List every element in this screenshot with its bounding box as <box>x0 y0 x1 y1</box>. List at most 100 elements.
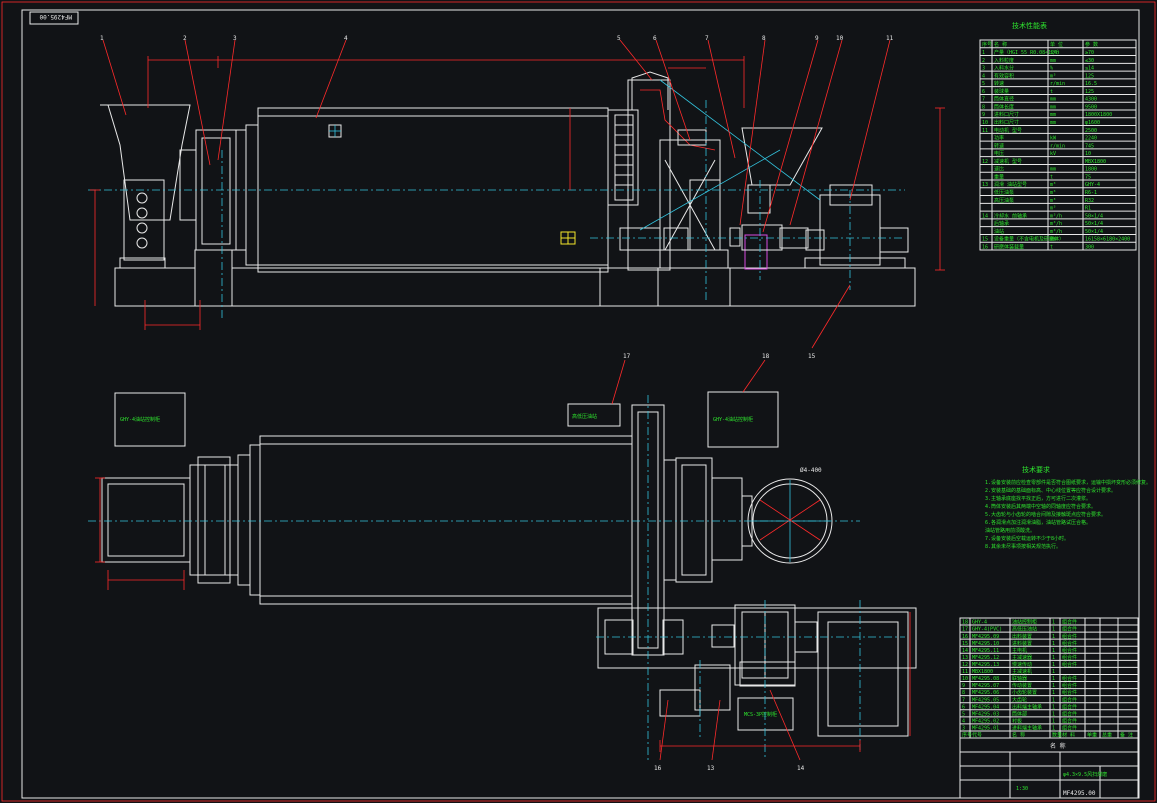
tech-params-cell: kW <box>1050 136 1057 142</box>
bom-cell: 高低压油站 <box>1012 626 1037 633</box>
bom-cell: 1 <box>1052 641 1055 647</box>
tech-params-cell: t <box>1050 174 1053 180</box>
bom-cell: GHY-4(PVC) <box>972 627 1002 633</box>
bom-cell: 4 <box>962 718 965 724</box>
bottom-code: MF4295.00 <box>1063 790 1096 797</box>
callout-6: 6 <box>653 35 657 42</box>
bom-cell: 出料装置 <box>1012 633 1032 640</box>
tech-params-cell: m³/h <box>1050 229 1062 235</box>
bom-cell: GHY-4 <box>972 620 987 626</box>
callout-1: 1 <box>100 35 104 42</box>
tech-params-cell: 设备重量（不含电机及研磨体） <box>994 236 1064 243</box>
rotated-code-box <box>29 11 79 25</box>
bom-cell: MF4295.06 <box>972 690 999 696</box>
bom-cell: 组合件 <box>1062 647 1077 654</box>
tech-params-cell: 减速机 型号 <box>994 158 1022 165</box>
bom-cell: MF4295.05 <box>972 697 999 703</box>
tech-params-cell: r/min <box>1050 81 1065 87</box>
callout-8: 8 <box>762 35 766 42</box>
tech-req-title: 技术要求 <box>1022 465 1050 474</box>
callout-4: 4 <box>344 35 348 42</box>
bom-header-cell: 序号 <box>962 732 972 739</box>
callout-16: 16 <box>654 765 662 772</box>
tech-params-cell: 50×1/4 <box>1085 221 1103 227</box>
tech-params-cell: m³/h <box>1050 213 1062 219</box>
tech-params-cell: 出料口尺寸 <box>994 119 1019 126</box>
tech-params-cell: 筒体直径 <box>994 96 1014 103</box>
bom-cell: 7 <box>962 697 965 703</box>
bom-cell: 衬板 <box>1012 717 1022 724</box>
bom-cell: 1 <box>1052 634 1055 640</box>
bom-cell: MBX1800 <box>972 669 993 675</box>
bom-cell: 传动装置 <box>1012 682 1032 689</box>
bom-cell: 1 <box>1052 627 1055 633</box>
tech-params-title: 技术性能表 <box>1012 21 1047 30</box>
callout-5: 5 <box>617 35 621 42</box>
tech-params-cell: 9 <box>982 112 985 118</box>
tech-params-cell: m³ <box>1050 190 1056 196</box>
callout-3: 3 <box>233 35 237 42</box>
box-right-label: GHY-4油站控制柜 <box>713 416 753 423</box>
tech-requirement-line: 3.主轴承底座找平找正后，方可进行二次灌浆。 <box>985 495 1091 502</box>
tech-requirement-line: 6.各润滑点加注润滑油脂，油站管路试压合格。 <box>985 519 1091 526</box>
tech-params-cell: 4 <box>982 73 985 79</box>
bom-header-cell: 单重 <box>1087 732 1097 739</box>
bom-cell: 11 <box>962 669 968 675</box>
bom-cell: 慢速传动 <box>1012 661 1032 668</box>
model-label: φ4.3×9.5风扫煤磨 <box>1063 771 1107 778</box>
tech-params-cell: 有效容积 <box>994 72 1014 79</box>
bom-cell: MF4295.09 <box>972 634 999 640</box>
tech-params-cell: m³ <box>1050 198 1056 204</box>
bom-header-cell: 材 料 <box>1062 732 1075 739</box>
tech-params-cell: 12 <box>982 159 988 165</box>
bom-cell: 1 <box>1052 718 1055 724</box>
tech-params-cell: 2240 <box>1085 136 1097 142</box>
rotated-code: MF4295.00 <box>39 13 72 20</box>
drawing-frame <box>21 9 1140 799</box>
bom-cell: 1 <box>1052 669 1055 675</box>
tech-params-cell: R6-1 <box>1085 190 1097 196</box>
bom-cell: MF4295.03 <box>972 711 999 717</box>
tech-requirement-line: 8.其余未尽事项按相关规范执行。 <box>985 543 1061 550</box>
callout-18: 18 <box>762 353 770 360</box>
tech-params-cell: 2500 <box>1085 128 1097 134</box>
box-mid-label: 高低压油站 <box>572 413 597 420</box>
tech-params-cell: 润滑 油站型号 <box>994 181 1027 188</box>
tech-params-cell: 油站 <box>994 228 1004 235</box>
bom-footer: 名 称 <box>1050 742 1066 750</box>
bom-cell: 1 <box>1052 690 1055 696</box>
tech-params-cell: MBX1800 <box>1085 159 1106 165</box>
tech-params-cell: R32 <box>1085 198 1094 204</box>
tech-params-cell: mm <box>1050 120 1056 126</box>
tech-params-cell: mm <box>1050 58 1056 64</box>
tech-params-cell: 16 <box>982 244 988 250</box>
bom-cell: 出料端主轴承 <box>1012 703 1042 710</box>
tech-params-cell: 电压 <box>994 150 1004 157</box>
tech-params-cell: 入料粒度 <box>994 57 1014 64</box>
tech-params-cell: 3 <box>982 66 985 72</box>
tech-params-cell: 筒体长度 <box>994 103 1014 110</box>
tech-params-cell: 研磨体装载量 <box>994 243 1024 250</box>
tech-params-cell: 进料口尺寸 <box>994 111 1019 118</box>
callout-9: 9 <box>815 35 819 42</box>
bom-cell: 组合件 <box>1062 725 1077 732</box>
tech-params-cell: 7 <box>982 97 985 103</box>
tech-params-cell: m³ <box>1050 206 1056 212</box>
bom-cell: MF4295.01 <box>972 726 999 732</box>
tech-requirement-line: 5.大齿轮与小齿轮的啮合间隙及接触斑点应符合要求。 <box>985 511 1106 518</box>
bom-cell: 1 <box>1052 648 1055 654</box>
bom-cell: 12 <box>962 662 968 668</box>
bom-cell: 1 <box>1052 697 1055 703</box>
tech-params-cell: ≤14 <box>1085 66 1094 72</box>
tech-requirement-line: 油站管路用前须酸洗。 <box>985 527 1035 534</box>
bom-cell: 组合件 <box>1062 675 1077 682</box>
bom-cell: 组合件 <box>1062 710 1077 717</box>
bom-cell: 1 <box>1052 683 1055 689</box>
tech-params-cell: 低压油泵 <box>994 189 1014 196</box>
bom-header-cell: 总重 <box>1102 732 1112 739</box>
tech-params-cell: mm <box>1050 112 1056 118</box>
bom-header-cell: 代号 <box>972 732 982 739</box>
tech-params-cell: 电动机 型号 <box>994 127 1022 134</box>
